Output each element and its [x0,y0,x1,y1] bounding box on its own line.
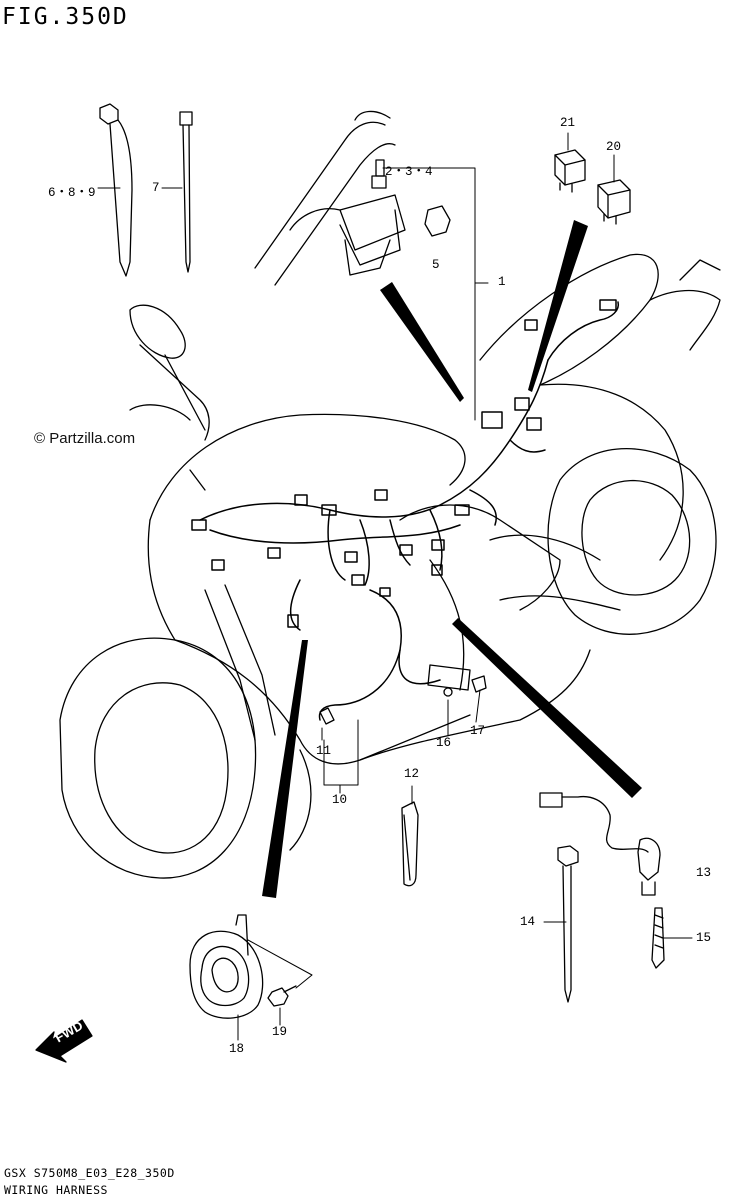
footer-name: WIRING HARNESS [4,1183,108,1197]
leader-lines [97,132,693,1041]
callout-7: 7 [152,181,160,195]
sensor-13 [539,792,665,969]
callout-20: 20 [606,140,622,154]
footer-code: GSX S750M8_E03_E28_350D [4,1166,175,1180]
horn-18 [189,914,297,1019]
cable-tie-14 [557,845,579,1003]
callout-19: 19 [272,1025,288,1039]
callout-15: 15 [696,931,712,945]
callout-16: 16 [436,736,452,750]
clamp-12 [401,801,419,887]
callout-18: 18 [229,1042,245,1056]
bracket-16-17 [319,664,487,725]
callout-12: 12 [404,767,420,781]
callout-10: 10 [332,793,348,807]
watermark: © Partzilla.com [34,430,136,447]
wiring-harness [191,299,620,721]
motorcycle-outline [59,253,721,879]
cable-ties-top [99,103,193,277]
callout-5: 5 [432,258,440,272]
fuse-box [254,110,451,286]
callout-17: 17 [470,724,486,738]
fwd-arrow [35,1019,93,1063]
callout-14: 14 [520,915,536,929]
figure-title: FIG.350D [2,4,129,30]
callout-2-3-4: 2・3・4 [385,165,433,179]
callout-1: 1 [498,275,506,289]
callout-21: 21 [560,116,576,130]
pointer-wedges [262,220,642,898]
callout-6-8-9: 6・8・9 [48,186,96,200]
relays [554,149,631,225]
callout-13: 13 [696,866,712,880]
callout-11: 11 [316,744,332,758]
